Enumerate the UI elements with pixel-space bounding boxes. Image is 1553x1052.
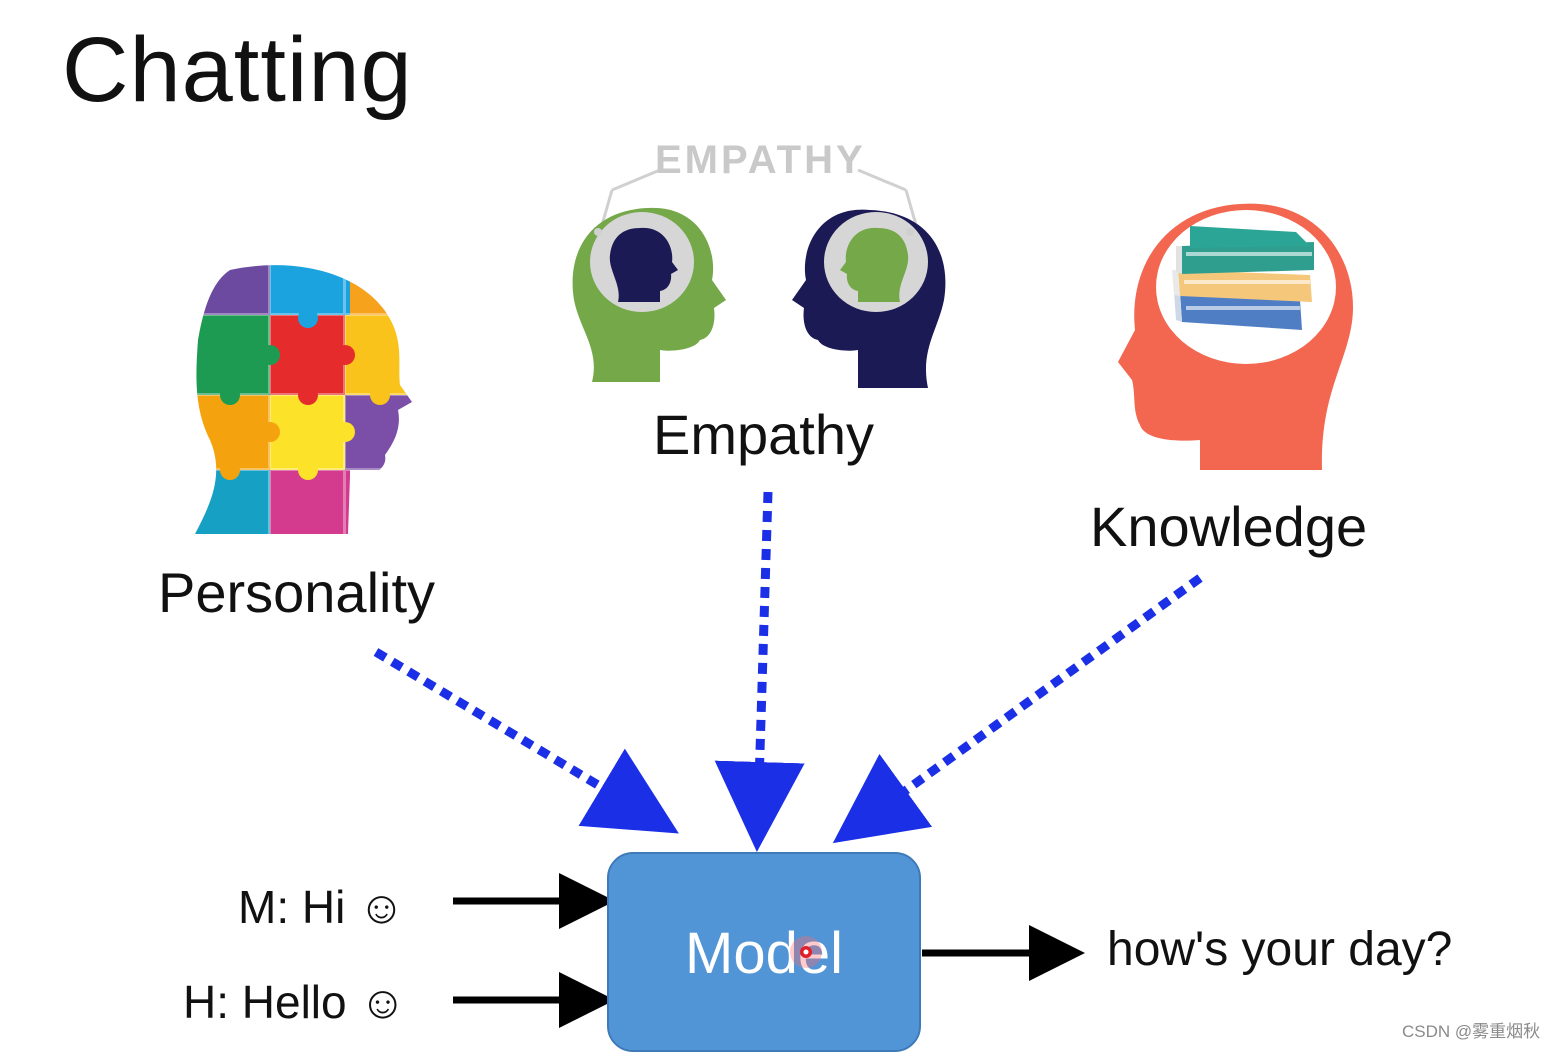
knowledge-label: Knowledge [1090,495,1368,558]
empathy-heads-icon [572,168,946,388]
empathy-label: Empathy [653,403,874,466]
watermark: CSDN @雾重烟秋 [1402,1022,1541,1041]
machine-utterance: M: Hi ☺ [238,881,406,933]
model-output: how's your day? [1107,923,1453,976]
empathy-arrow [714,491,805,852]
empathy-badge-text: EMPATHY [655,138,866,182]
personality-arrow [373,648,679,834]
human-utterance: H: Hello ☺ [183,976,407,1028]
book-head-icon [1118,203,1354,470]
page-title: Chatting [62,19,413,121]
personality-label: Personality [158,561,436,624]
model-label: Model [685,921,843,986]
knowledge-arrow [832,574,1203,844]
model-box [607,852,921,1052]
puzzle-head-icon [195,265,412,534]
